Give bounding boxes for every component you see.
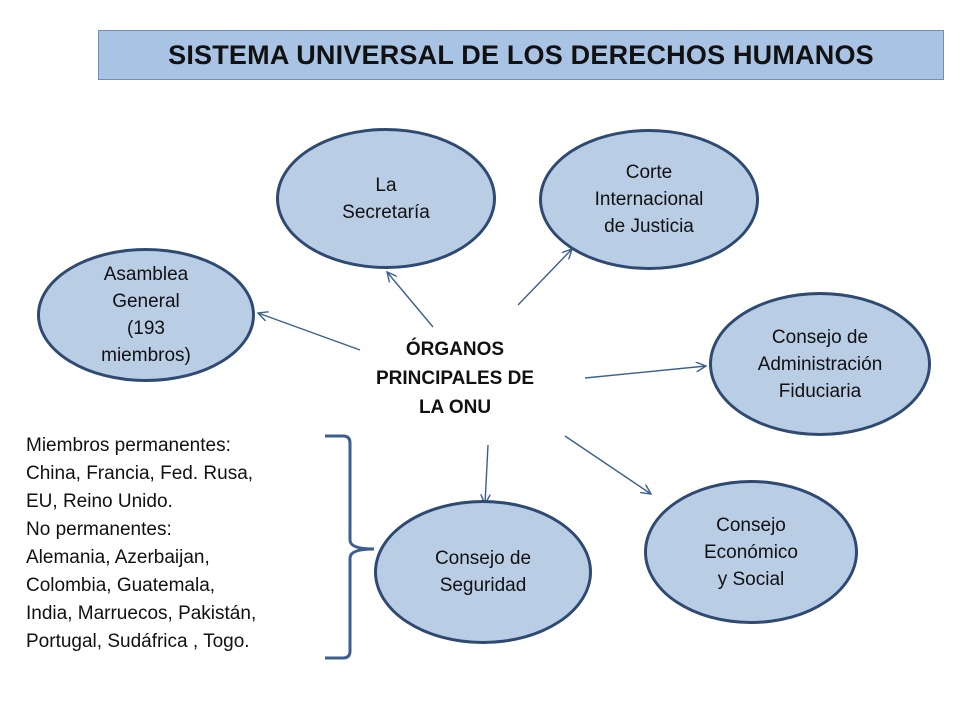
node-corte-internacional: Corte Internacional de Justicia bbox=[539, 129, 759, 270]
members-line-4: No permanentes: bbox=[26, 519, 172, 540]
members-line-1: Miembros permanentes: bbox=[26, 435, 231, 456]
node-corte-line-1: Corte bbox=[625, 162, 673, 183]
members-brace bbox=[325, 434, 375, 660]
center-line-1: ÓRGANOS bbox=[405, 339, 505, 360]
node-economico-line-2: Económico bbox=[704, 541, 798, 563]
node-corte-line-3: de Justicia bbox=[604, 216, 694, 237]
node-secretaria: La Secretaría bbox=[276, 128, 496, 269]
node-asamblea-general: Asamblea General (193 miembros) bbox=[37, 248, 255, 382]
page-title: SISTEMA UNIVERSAL DE LOS DERECHOS HUMANO… bbox=[168, 39, 874, 70]
node-asamblea-line-4: miembros) bbox=[101, 345, 191, 366]
members-line-6: Colombia, Guatemala, bbox=[26, 575, 216, 596]
members-line-8: Portugal, Sudáfrica , Togo. bbox=[26, 631, 250, 652]
members-list: Miembros permanentes: China, Francia, Fe… bbox=[26, 432, 336, 656]
center-label: ÓRGANOS PRINCIPALES DE LA ONU bbox=[340, 335, 570, 422]
node-fiduciaria-line-2: Administración bbox=[757, 353, 883, 375]
members-line-3: EU, Reino Unido. bbox=[26, 491, 173, 512]
arrow-to-economico bbox=[564, 435, 651, 494]
arrow-to-asamblea bbox=[258, 313, 361, 351]
members-line-7: India, Marruecos, Pakistán, bbox=[26, 603, 257, 624]
arrow-to-fiduciaria bbox=[584, 366, 706, 379]
node-economico-line-1: Consejo bbox=[716, 514, 786, 536]
center-line-3: LA ONU bbox=[418, 397, 492, 418]
arrow-to-corte bbox=[517, 249, 572, 306]
node-asamblea-line-3: (193 bbox=[126, 318, 165, 339]
node-consejo-fiduciaria: Consejo de Administración Fiduciaria bbox=[709, 292, 931, 436]
node-fiduciaria-line-3: Fiduciaria bbox=[778, 380, 862, 402]
node-economico-line-3: y Social bbox=[717, 568, 785, 590]
node-corte-line-2: Internacional bbox=[594, 189, 704, 210]
node-secretaria-line-1: La bbox=[375, 174, 397, 196]
node-asamblea-line-2: General bbox=[112, 291, 180, 312]
center-line-2: PRINCIPALES DE bbox=[375, 368, 534, 389]
node-seguridad-line-2: Seguridad bbox=[439, 575, 527, 596]
node-consejo-economico: Consejo Económico y Social bbox=[644, 480, 858, 624]
members-line-2: China, Francia, Fed. Rusa, bbox=[26, 463, 254, 484]
node-consejo-seguridad: Consejo de Seguridad bbox=[374, 500, 592, 644]
title-box: SISTEMA UNIVERSAL DE LOS DERECHOS HUMANO… bbox=[98, 30, 944, 80]
node-secretaria-line-2: Secretaría bbox=[342, 201, 430, 223]
node-fiduciaria-line-1: Consejo de bbox=[771, 326, 869, 348]
members-line-5: Alemania, Azerbaijan, bbox=[26, 547, 210, 568]
arrow-to-secretaria bbox=[387, 272, 434, 328]
node-asamblea-line-1: Asamblea bbox=[103, 264, 189, 285]
arrow-to-seguridad bbox=[485, 444, 488, 504]
node-seguridad-line-1: Consejo de bbox=[434, 548, 532, 569]
